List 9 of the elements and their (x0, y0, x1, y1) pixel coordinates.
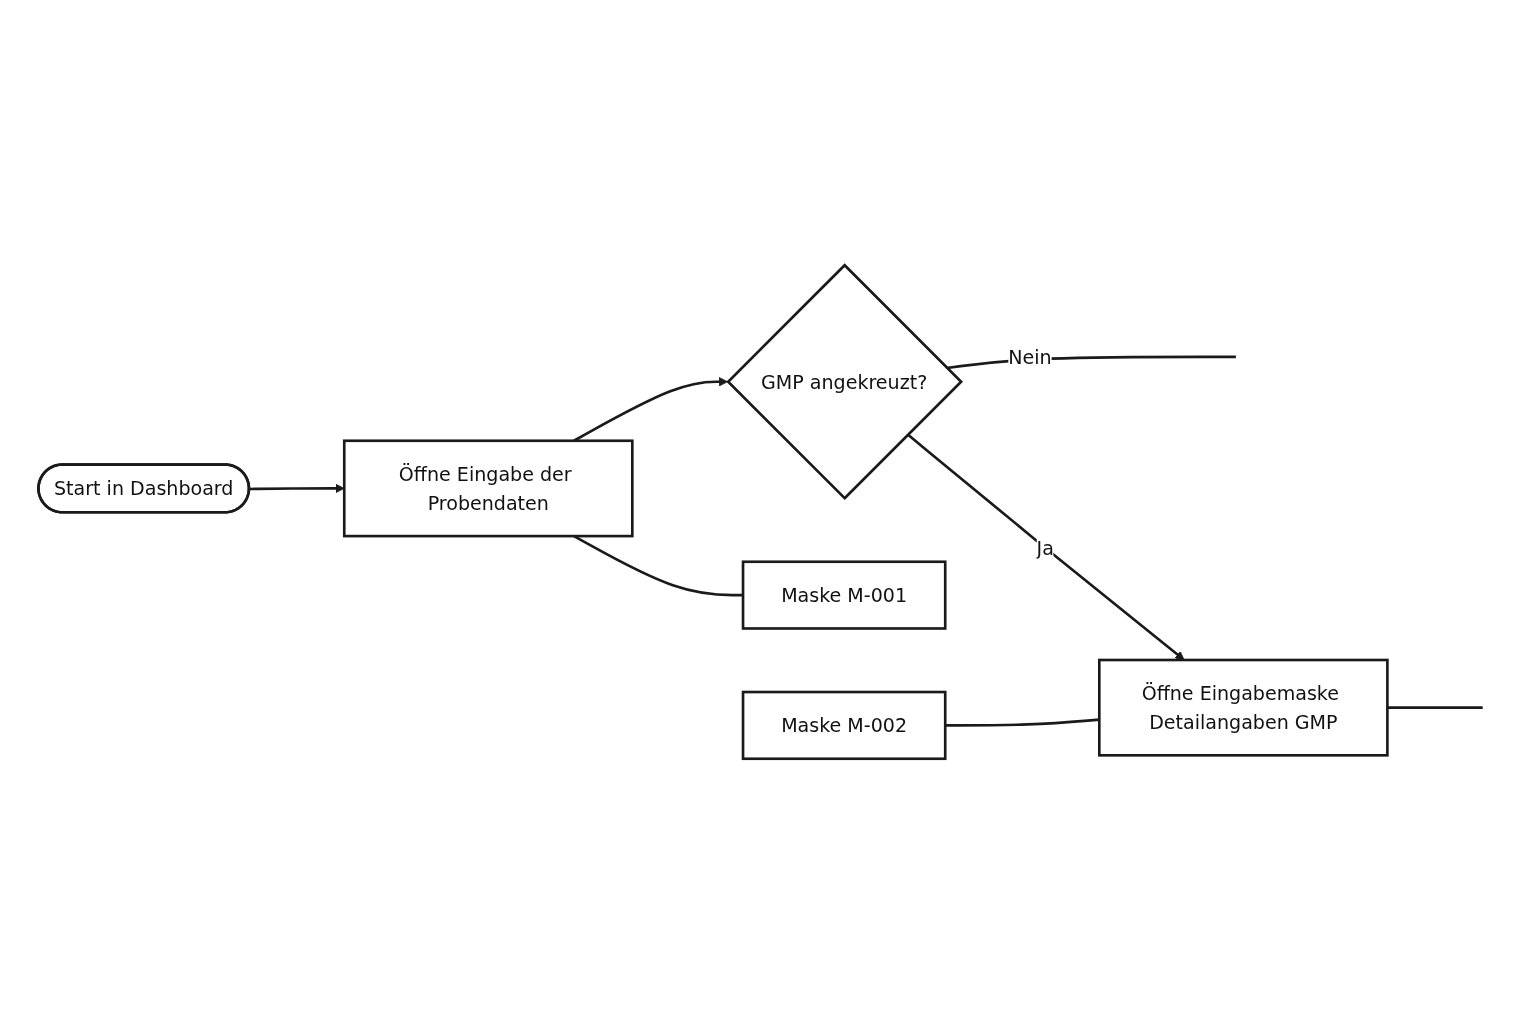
node-box: Öffne Eingabe der Probendaten (342, 439, 634, 538)
edge-label: Nein (1008, 345, 1052, 368)
node-box: Maske M-002 (741, 690, 947, 761)
node-box: Öffne Eingabemaske Detailangaben GMP (1097, 658, 1389, 757)
node-diamond: GMP angekreuzt? (726, 263, 963, 501)
connector (1387, 706, 1483, 709)
connector (945, 718, 1100, 727)
arrow (249, 483, 345, 494)
node-box: Maske M-001 (741, 560, 947, 630)
